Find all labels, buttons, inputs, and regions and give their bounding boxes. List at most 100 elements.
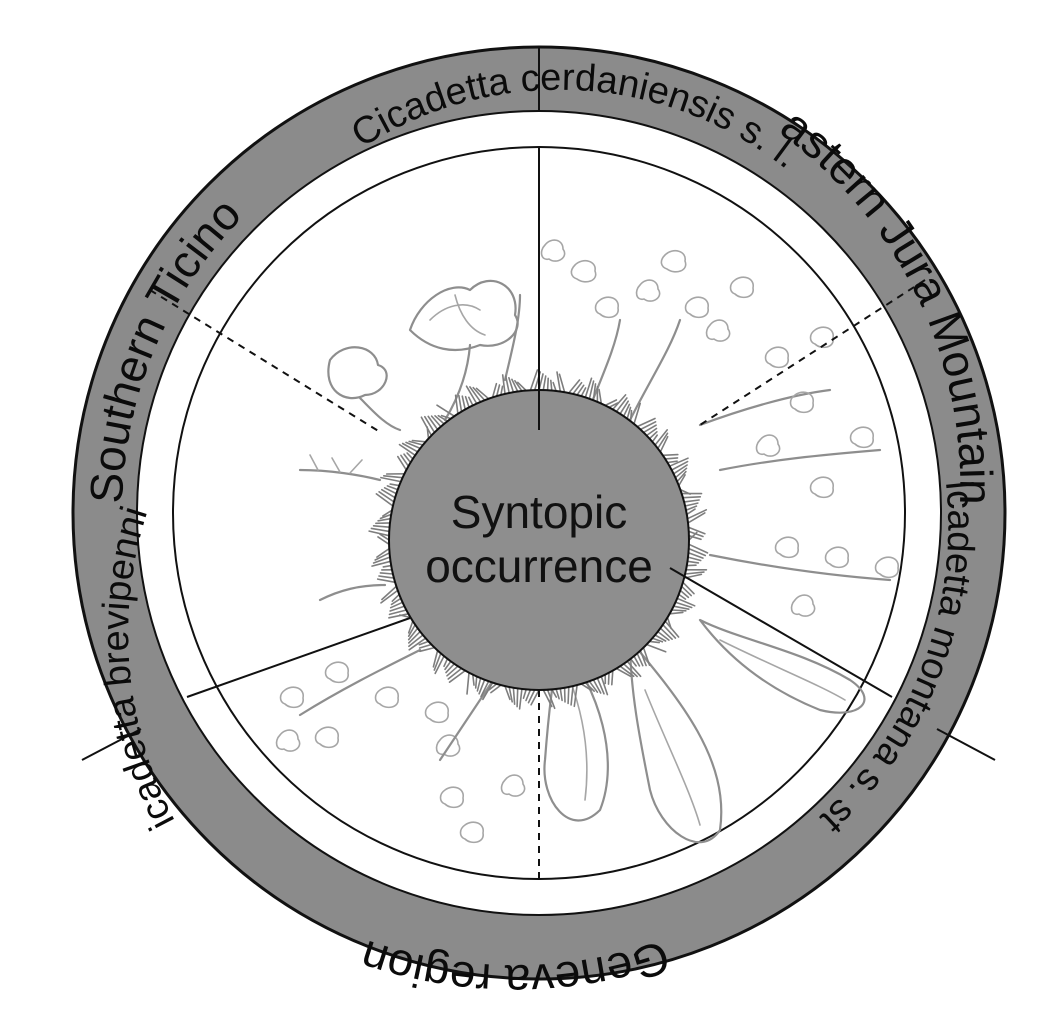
grass-blade — [622, 662, 638, 678]
grass-blade — [654, 634, 667, 642]
grass-blade — [680, 585, 693, 597]
grass-blade — [567, 379, 581, 394]
grass-blade — [596, 677, 605, 695]
grass-blade — [684, 571, 705, 575]
grass-blade — [380, 589, 399, 604]
grass-blade — [567, 686, 570, 705]
grass-blade — [639, 420, 657, 431]
grass-blade — [471, 673, 475, 686]
grass-blade — [645, 643, 667, 653]
grass-blade — [529, 369, 539, 392]
grass-blade — [688, 534, 702, 541]
grass-blade — [508, 376, 515, 394]
grass-blade — [576, 384, 585, 396]
grass-blade — [584, 377, 593, 399]
grass-blade — [677, 474, 686, 487]
grass-blade — [376, 578, 396, 584]
grass-blade — [407, 623, 417, 638]
grass-blade — [580, 683, 592, 692]
grass-blade — [504, 685, 511, 701]
grass-blade — [418, 640, 430, 646]
grass-blade — [661, 623, 677, 639]
grass-blade — [626, 406, 632, 420]
grass-blade — [659, 627, 673, 641]
grass-blade — [376, 547, 391, 558]
grass-blade — [636, 652, 644, 667]
grass-blade — [377, 536, 390, 546]
grass-blade — [687, 512, 706, 524]
grass-blade — [501, 374, 506, 395]
grass-blade — [469, 386, 482, 403]
grass-blade — [388, 612, 410, 619]
grass-blade — [371, 560, 392, 567]
grass-blade — [619, 665, 635, 678]
grass-blade — [633, 402, 642, 425]
grass-blade — [443, 657, 449, 668]
grass-blade — [491, 382, 498, 399]
grass-blade — [419, 646, 436, 653]
grass-blade — [372, 524, 391, 529]
grass-blade — [434, 655, 445, 675]
grass-blade — [530, 689, 540, 706]
grass-blade — [668, 611, 684, 615]
grass-blade — [687, 530, 704, 538]
grass-blade — [408, 440, 424, 446]
grass-blade — [467, 396, 474, 407]
grass-blade — [682, 495, 702, 499]
grass-blade — [633, 655, 641, 667]
grass-blade — [398, 443, 417, 457]
grass-blade — [677, 593, 687, 600]
grass-blade — [440, 414, 452, 420]
grass-blade — [559, 687, 563, 702]
grass-blade — [514, 379, 523, 392]
grass-blade — [407, 627, 419, 641]
grass-blade — [570, 685, 574, 706]
grass-blade — [427, 415, 439, 431]
grass-blade — [629, 657, 637, 667]
grass-blade — [406, 452, 414, 460]
grass-blade — [448, 669, 467, 684]
grass-blade — [401, 442, 419, 453]
grass-blade — [461, 395, 467, 411]
grass-blade — [687, 526, 706, 535]
grass-blade — [380, 488, 396, 499]
grass-blade — [642, 646, 651, 667]
grass-blade — [674, 601, 693, 609]
grass-blade — [659, 435, 669, 453]
grass-blade — [407, 620, 414, 634]
grass-blade — [437, 414, 449, 423]
grass-blade — [482, 681, 494, 701]
grass-blade — [379, 572, 394, 575]
grass-blade — [432, 649, 439, 668]
grass-blade — [390, 597, 402, 606]
grass-blade — [511, 378, 519, 393]
grass-blade — [608, 402, 619, 409]
grass-blade — [375, 493, 394, 507]
grass-blade — [687, 551, 704, 559]
grass-blade — [516, 687, 519, 708]
grass-blade — [642, 424, 657, 434]
grass-blade — [525, 688, 532, 702]
grass-blade — [408, 634, 424, 648]
grass-blade — [474, 675, 478, 689]
grass-blade — [686, 508, 708, 520]
grass-blade — [374, 551, 391, 561]
grass-blade — [445, 662, 456, 674]
grass-blade — [420, 416, 433, 437]
grass-blade — [408, 637, 427, 651]
grass-blade — [661, 453, 679, 457]
vegetation-sketch — [275, 239, 899, 844]
grass-blade — [478, 678, 486, 695]
grass-blade — [664, 457, 679, 460]
center-label-line2: occurrence — [425, 540, 653, 592]
grass-blade — [651, 637, 664, 643]
grass-blade — [610, 669, 614, 686]
grass-blade — [465, 385, 478, 405]
grass-blade — [672, 605, 690, 611]
grass-blade — [592, 383, 597, 402]
grass-blade — [656, 630, 670, 641]
region-divider-lower-right — [936, 728, 996, 761]
grass-blade — [500, 385, 504, 396]
grass-blade — [472, 386, 486, 402]
grass-blade — [552, 381, 557, 392]
